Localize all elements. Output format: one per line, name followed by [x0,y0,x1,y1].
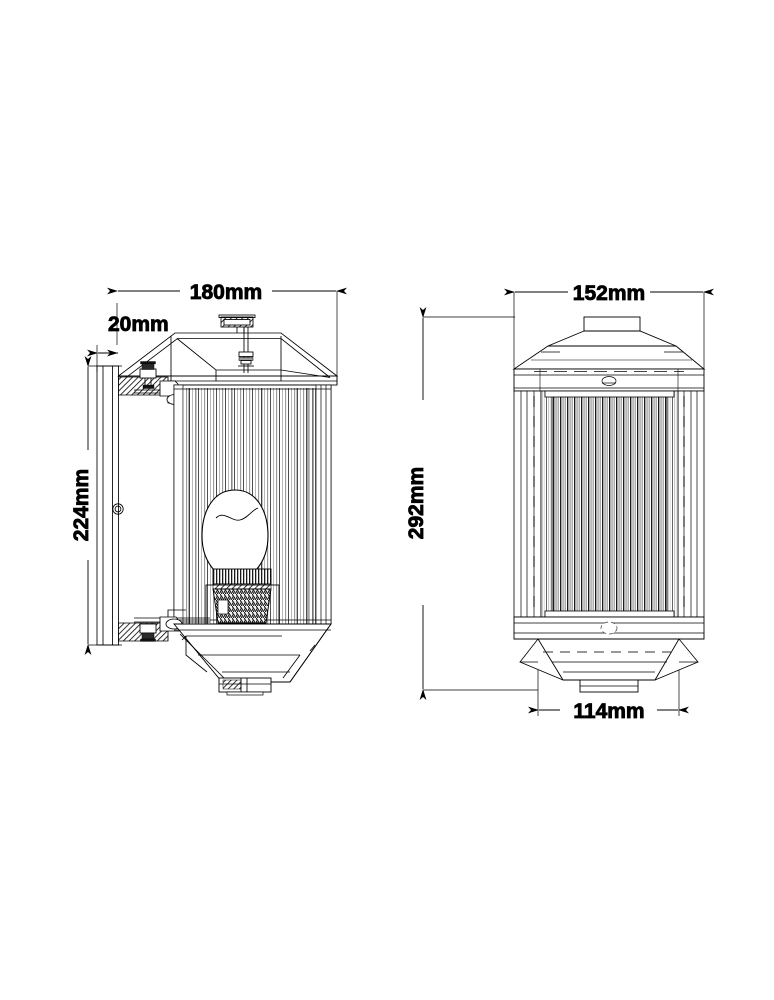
top-hood-front [512,316,706,392]
hood-fixing-stud [238,327,254,373]
bottom-tapered-base-front [514,638,704,681]
dimension-152mm-label: 152mm [573,282,645,305]
top-hood [117,326,339,386]
bottom-finial-side [218,677,272,696]
dimension-20mm: 20mm [87,313,169,372]
dimension-180mm-label: 180mm [190,281,262,304]
dimension-292mm-label: 292mm [405,467,428,539]
ribbed-glass-diffuser-front [513,390,705,618]
bottom-finial-front [579,679,639,693]
dimension-180mm: 180mm [107,281,347,385]
bottom-collar-front [513,616,705,640]
side-section-view [96,314,339,696]
ribbed-glass-diffuser-side [173,384,332,625]
dimension-114mm: 114mm [528,670,689,723]
wall-mounting-backplate [96,365,124,646]
bottom-tapered-base-side [173,623,332,683]
dimension-152mm: 152mm [504,282,714,370]
dimension-224mm-label: 224mm [70,469,93,541]
dimension-20mm-label: 20mm [108,313,169,336]
front-view [512,316,706,693]
hood-top-boss [218,314,256,333]
dimension-114mm-label: 114mm [573,700,644,723]
dimension-292mm: 292mm [405,307,538,700]
